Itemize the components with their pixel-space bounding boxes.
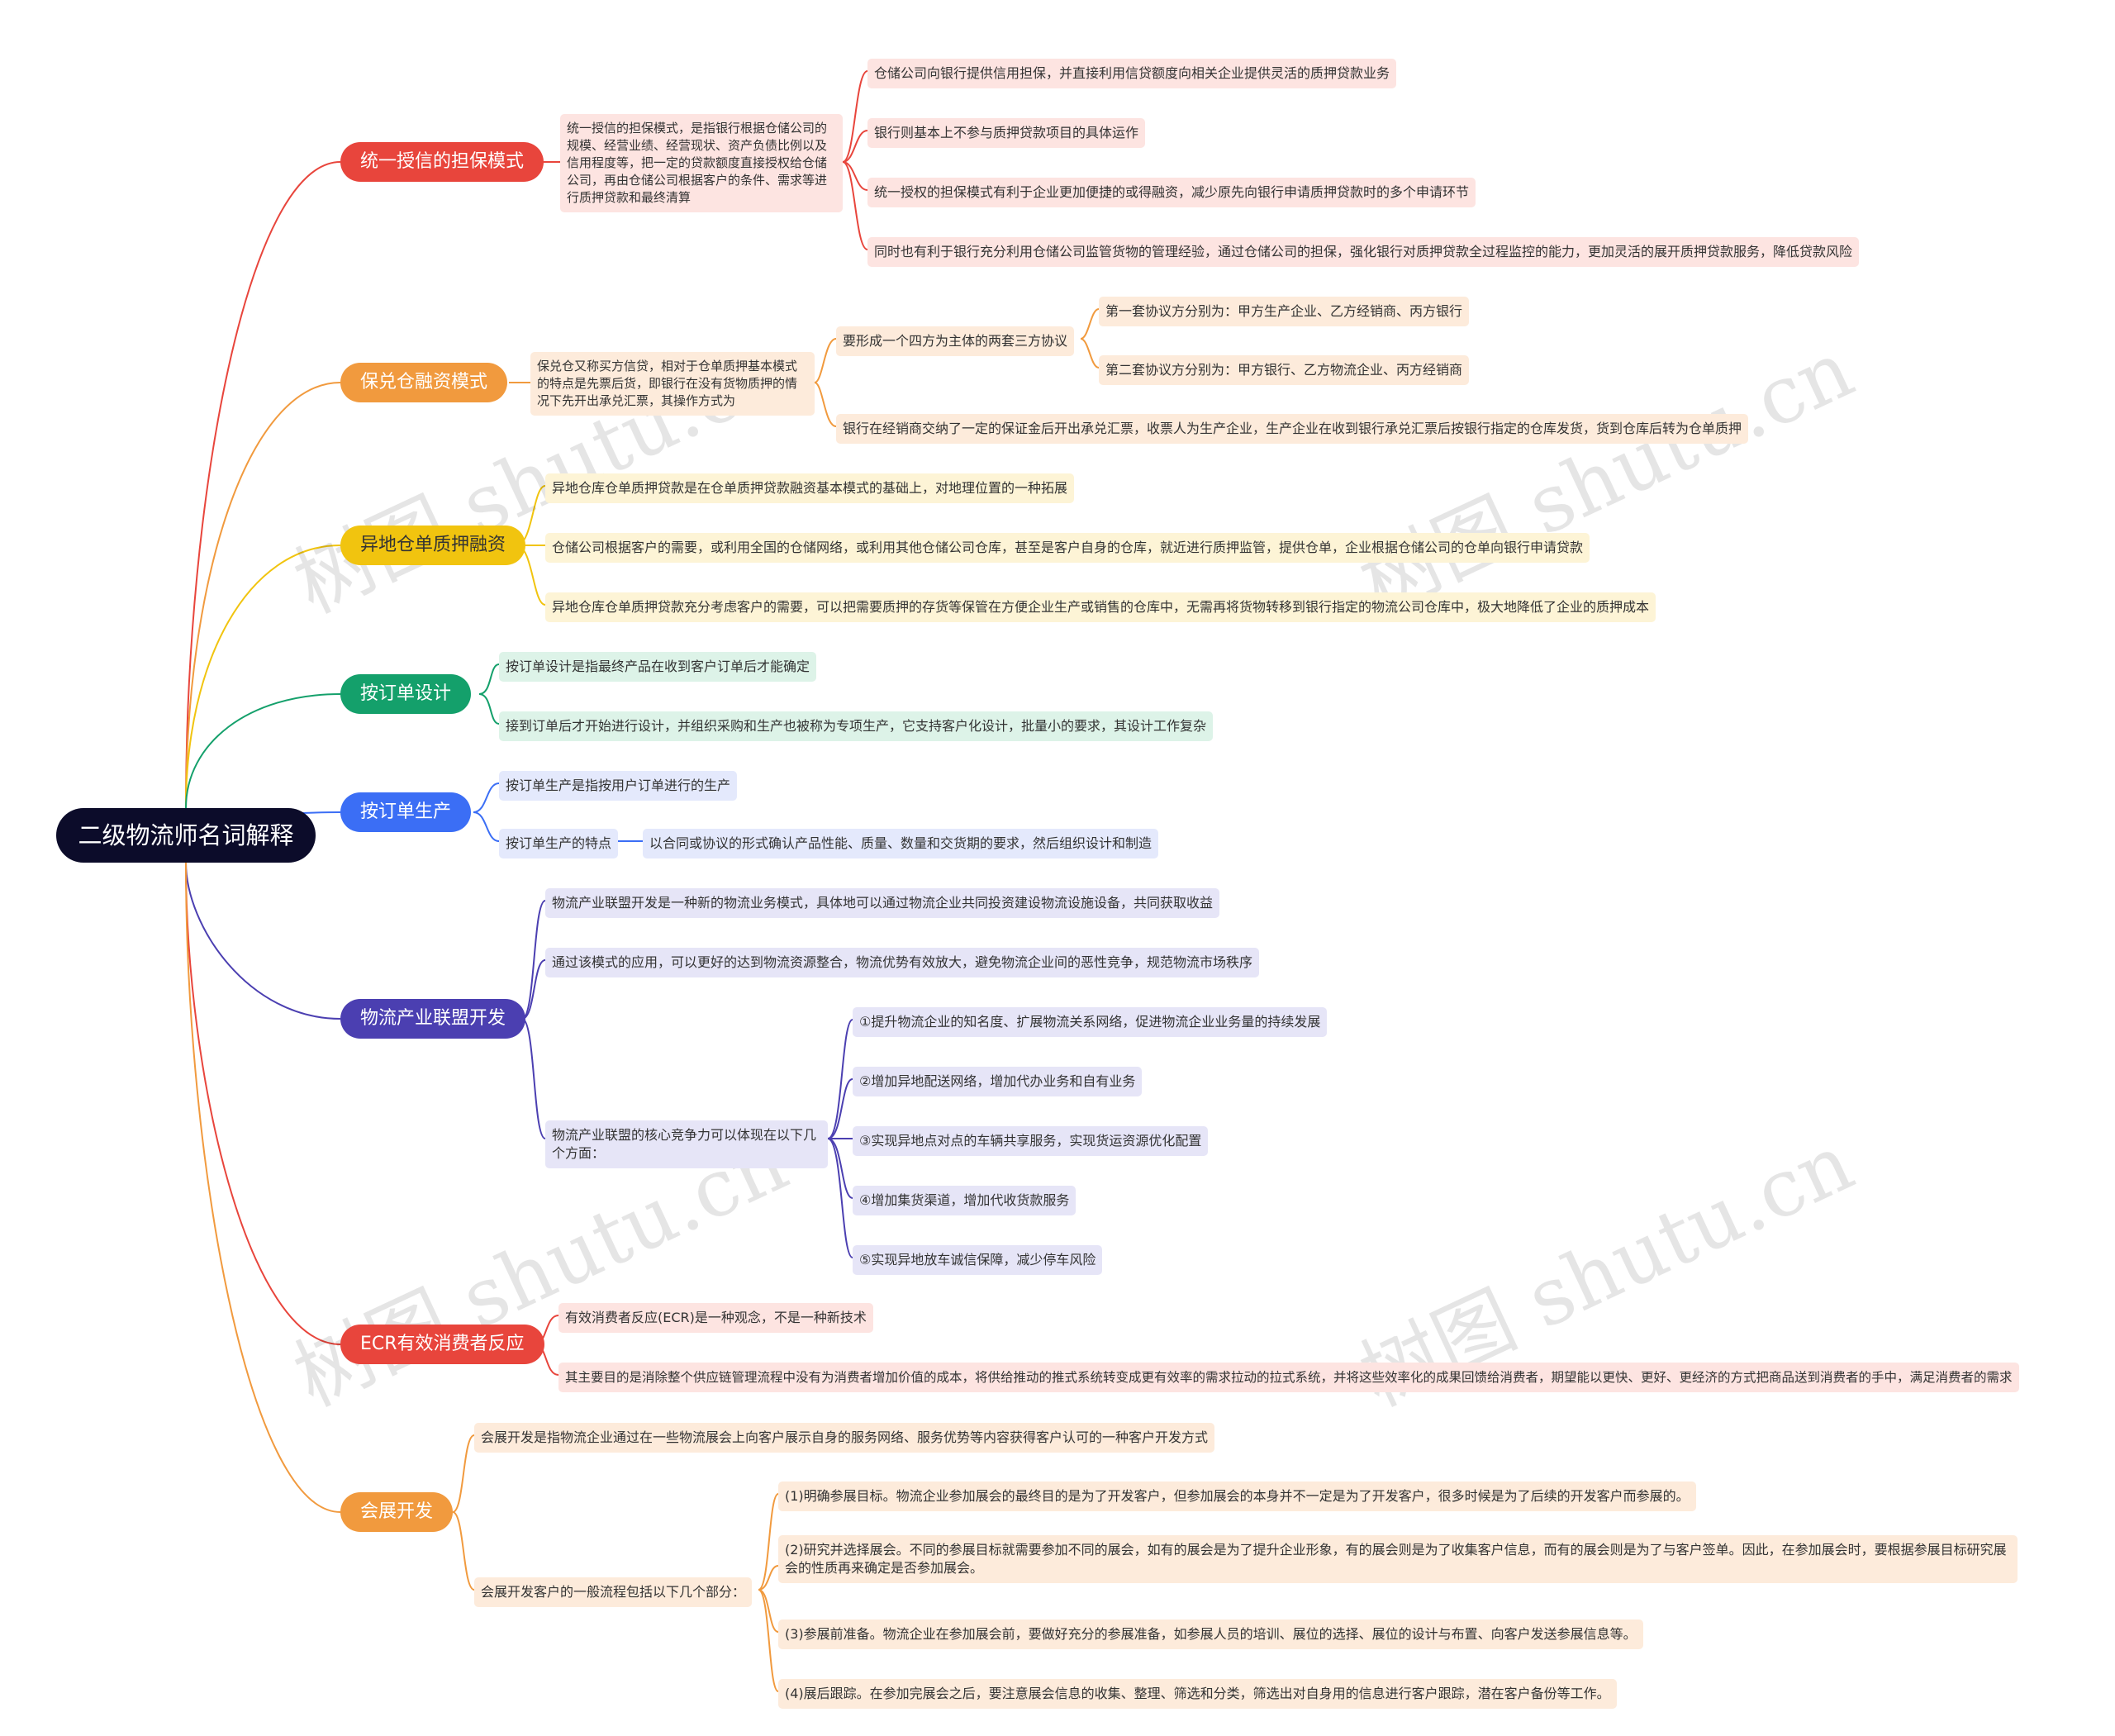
root-topic[interactable]: 二级物流师名词解释 (56, 808, 316, 863)
item-confirming-storage[interactable]: 银行在经销商交纳了一定的保证金后开出承兑汇票，收票人为生产企业，生产企业在收到银… (836, 414, 1749, 444)
item-unified-credit-1[interactable]: 仓储公司向银行提供信用担保，并直接利用信贷额度向相关企业提供灵活的质押贷款业务 (867, 59, 1397, 88)
item-alliance-1[interactable]: 物流产业联盟开发是一种新的物流业务模式，具体地可以通过物流企业共同投资建设物流设… (545, 888, 1220, 918)
edge-root-b2 (185, 382, 341, 809)
core-item-3[interactable]: ③实现异地点对点的车辆共享服务，实现货运资源优化配置 (853, 1126, 1209, 1156)
core-item-4[interactable]: ④增加集货渠道，增加代收货款服务 (853, 1186, 1077, 1215)
step-3[interactable]: (3)参展前准备。物流企业在参加展会前，要做好充分的参展准备，如参展人员的培训、… (778, 1619, 1643, 1649)
edge-root-b6 (185, 862, 341, 1020)
item-agreement-2[interactable]: 第二套协议方分别为：甲方银行、乙方物流企业、丙方经销商 (1099, 355, 1470, 385)
sub-four-party-agreement[interactable]: 要形成一个四方为主体的两套三方协议 (836, 326, 1075, 356)
topic-exhibition[interactable]: 会展开发 (340, 1492, 454, 1532)
item-unified-credit-2[interactable]: 银行则基本上不参与质押贷款项目的具体运作 (867, 118, 1146, 148)
topic-logistics-alliance[interactable]: 物流产业联盟开发 (340, 999, 526, 1039)
item-make-to-order-1[interactable]: 按订单生产是指按用户订单进行的生产 (499, 771, 738, 801)
topic-make-to-order[interactable]: 按订单生产 (340, 792, 472, 832)
topic-design-to-order[interactable]: 按订单设计 (340, 674, 472, 714)
edge-root-b1 (185, 161, 341, 809)
edge-root-b3 (185, 545, 341, 809)
item-make-to-order-feature[interactable]: 以合同或协议的形式确认产品性能、质量、数量和交货期的要求，然后组织设计和制造 (643, 829, 1159, 858)
item-unified-credit-3[interactable]: 统一授权的担保模式有利于企业更加便捷的或得融资，减少原先向银行申请质押贷款时的多… (867, 178, 1476, 207)
item-remote-warehouse-2[interactable]: 仓储公司根据客户的需要，或利用全国的仓储网络，或利用其他仓储公司仓库，甚至是客户… (545, 533, 1590, 563)
topic-confirming-storage[interactable]: 保兑仓融资模式 (340, 363, 508, 402)
item-unified-credit-4[interactable]: 同时也有利于银行充分利用仓储公司监管货物的管理经验，通过仓储公司的担保，强化银行… (867, 237, 1860, 267)
item-design-to-order-2[interactable]: 接到订单后才开始进行设计，并组织采购和生产也被称为专项生产，它支持客户化设计，批… (499, 711, 1214, 741)
core-item-5[interactable]: ⑤实现异地放车诚信保障，减少停车风险 (853, 1245, 1103, 1275)
step-4[interactable]: (4)展后跟踪。在参加完展会之后，要注意展会信息的收集、整理、筛选和分类，筛选出… (778, 1679, 1617, 1709)
edge-root-b4 (185, 693, 341, 809)
step-2[interactable]: (2)研究并选择展会。不同的参展目标就需要参加不同的展会，如有的展会是为了提升企… (778, 1535, 2018, 1583)
desc-confirming-storage[interactable]: 保兑仓又称买方信贷，相对于仓单质押基本模式的特点是先票后货，即银行在没有货物质押… (530, 352, 815, 416)
edge-root-b7 (185, 862, 341, 1345)
item-make-to-order-2[interactable]: 按订单生产的特点 (499, 829, 619, 858)
item-ecr-2[interactable]: 其主要目的是消除整个供应链管理流程中没有为消费者增加价值的成本，将供给推动的推式… (558, 1363, 2019, 1392)
topic-remote-warehouse[interactable]: 异地仓单质押融资 (340, 526, 526, 565)
desc-unified-credit[interactable]: 统一授信的担保模式，是指银行根据仓储公司的规模、经营业绩、经营现状、资产负债比例… (560, 114, 843, 212)
item-alliance-2[interactable]: 通过该模式的应用，可以更好的达到物流资源整合，物流优势有效放大，避免物流企业间的… (545, 948, 1260, 977)
item-design-to-order-1[interactable]: 按订单设计是指最终产品在收到客户订单后才能确定 (499, 652, 817, 682)
core-item-2[interactable]: ②增加异地配送网络，增加代办业务和自有业务 (853, 1067, 1143, 1096)
item-exhibition-1[interactable]: 会展开发是指物流企业通过在一些物流展会上向客户展示自身的服务网络、服务优势等内容… (474, 1423, 1215, 1453)
item-alliance-core[interactable]: 物流产业联盟的核心竞争力可以体现在以下几个方面： (545, 1120, 828, 1168)
item-remote-warehouse-1[interactable]: 异地仓库仓单质押贷款是在仓单质押贷款融资基本模式的基础上，对地理位置的一种拓展 (545, 473, 1075, 503)
topic-unified-credit[interactable]: 统一授信的担保模式 (340, 142, 544, 182)
core-item-1[interactable]: ①提升物流企业的知名度、扩展物流关系网络，促进物流企业业务量的持续发展 (853, 1007, 1328, 1037)
item-ecr-1[interactable]: 有效消费者反应(ECR)是一种观念，不是一种新技术 (558, 1303, 873, 1333)
item-exhibition-2[interactable]: 会展开发客户的一般流程包括以下几个部分： (474, 1577, 753, 1607)
step-1[interactable]: (1)明确参展目标。物流企业参加展会的最终目的是为了开发客户，但参加展会的本身并… (778, 1482, 1696, 1511)
topic-ecr[interactable]: ECR有效消费者反应 (340, 1325, 544, 1364)
edge-root-b8 (185, 862, 341, 1513)
item-agreement-1[interactable]: 第一套协议方分别为：甲方生产企业、乙方经销商、丙方银行 (1099, 297, 1470, 326)
item-remote-warehouse-3[interactable]: 异地仓库仓单质押贷款充分考虑客户的需要，可以把需要质押的存货等保管在方便企业生产… (545, 592, 1656, 622)
